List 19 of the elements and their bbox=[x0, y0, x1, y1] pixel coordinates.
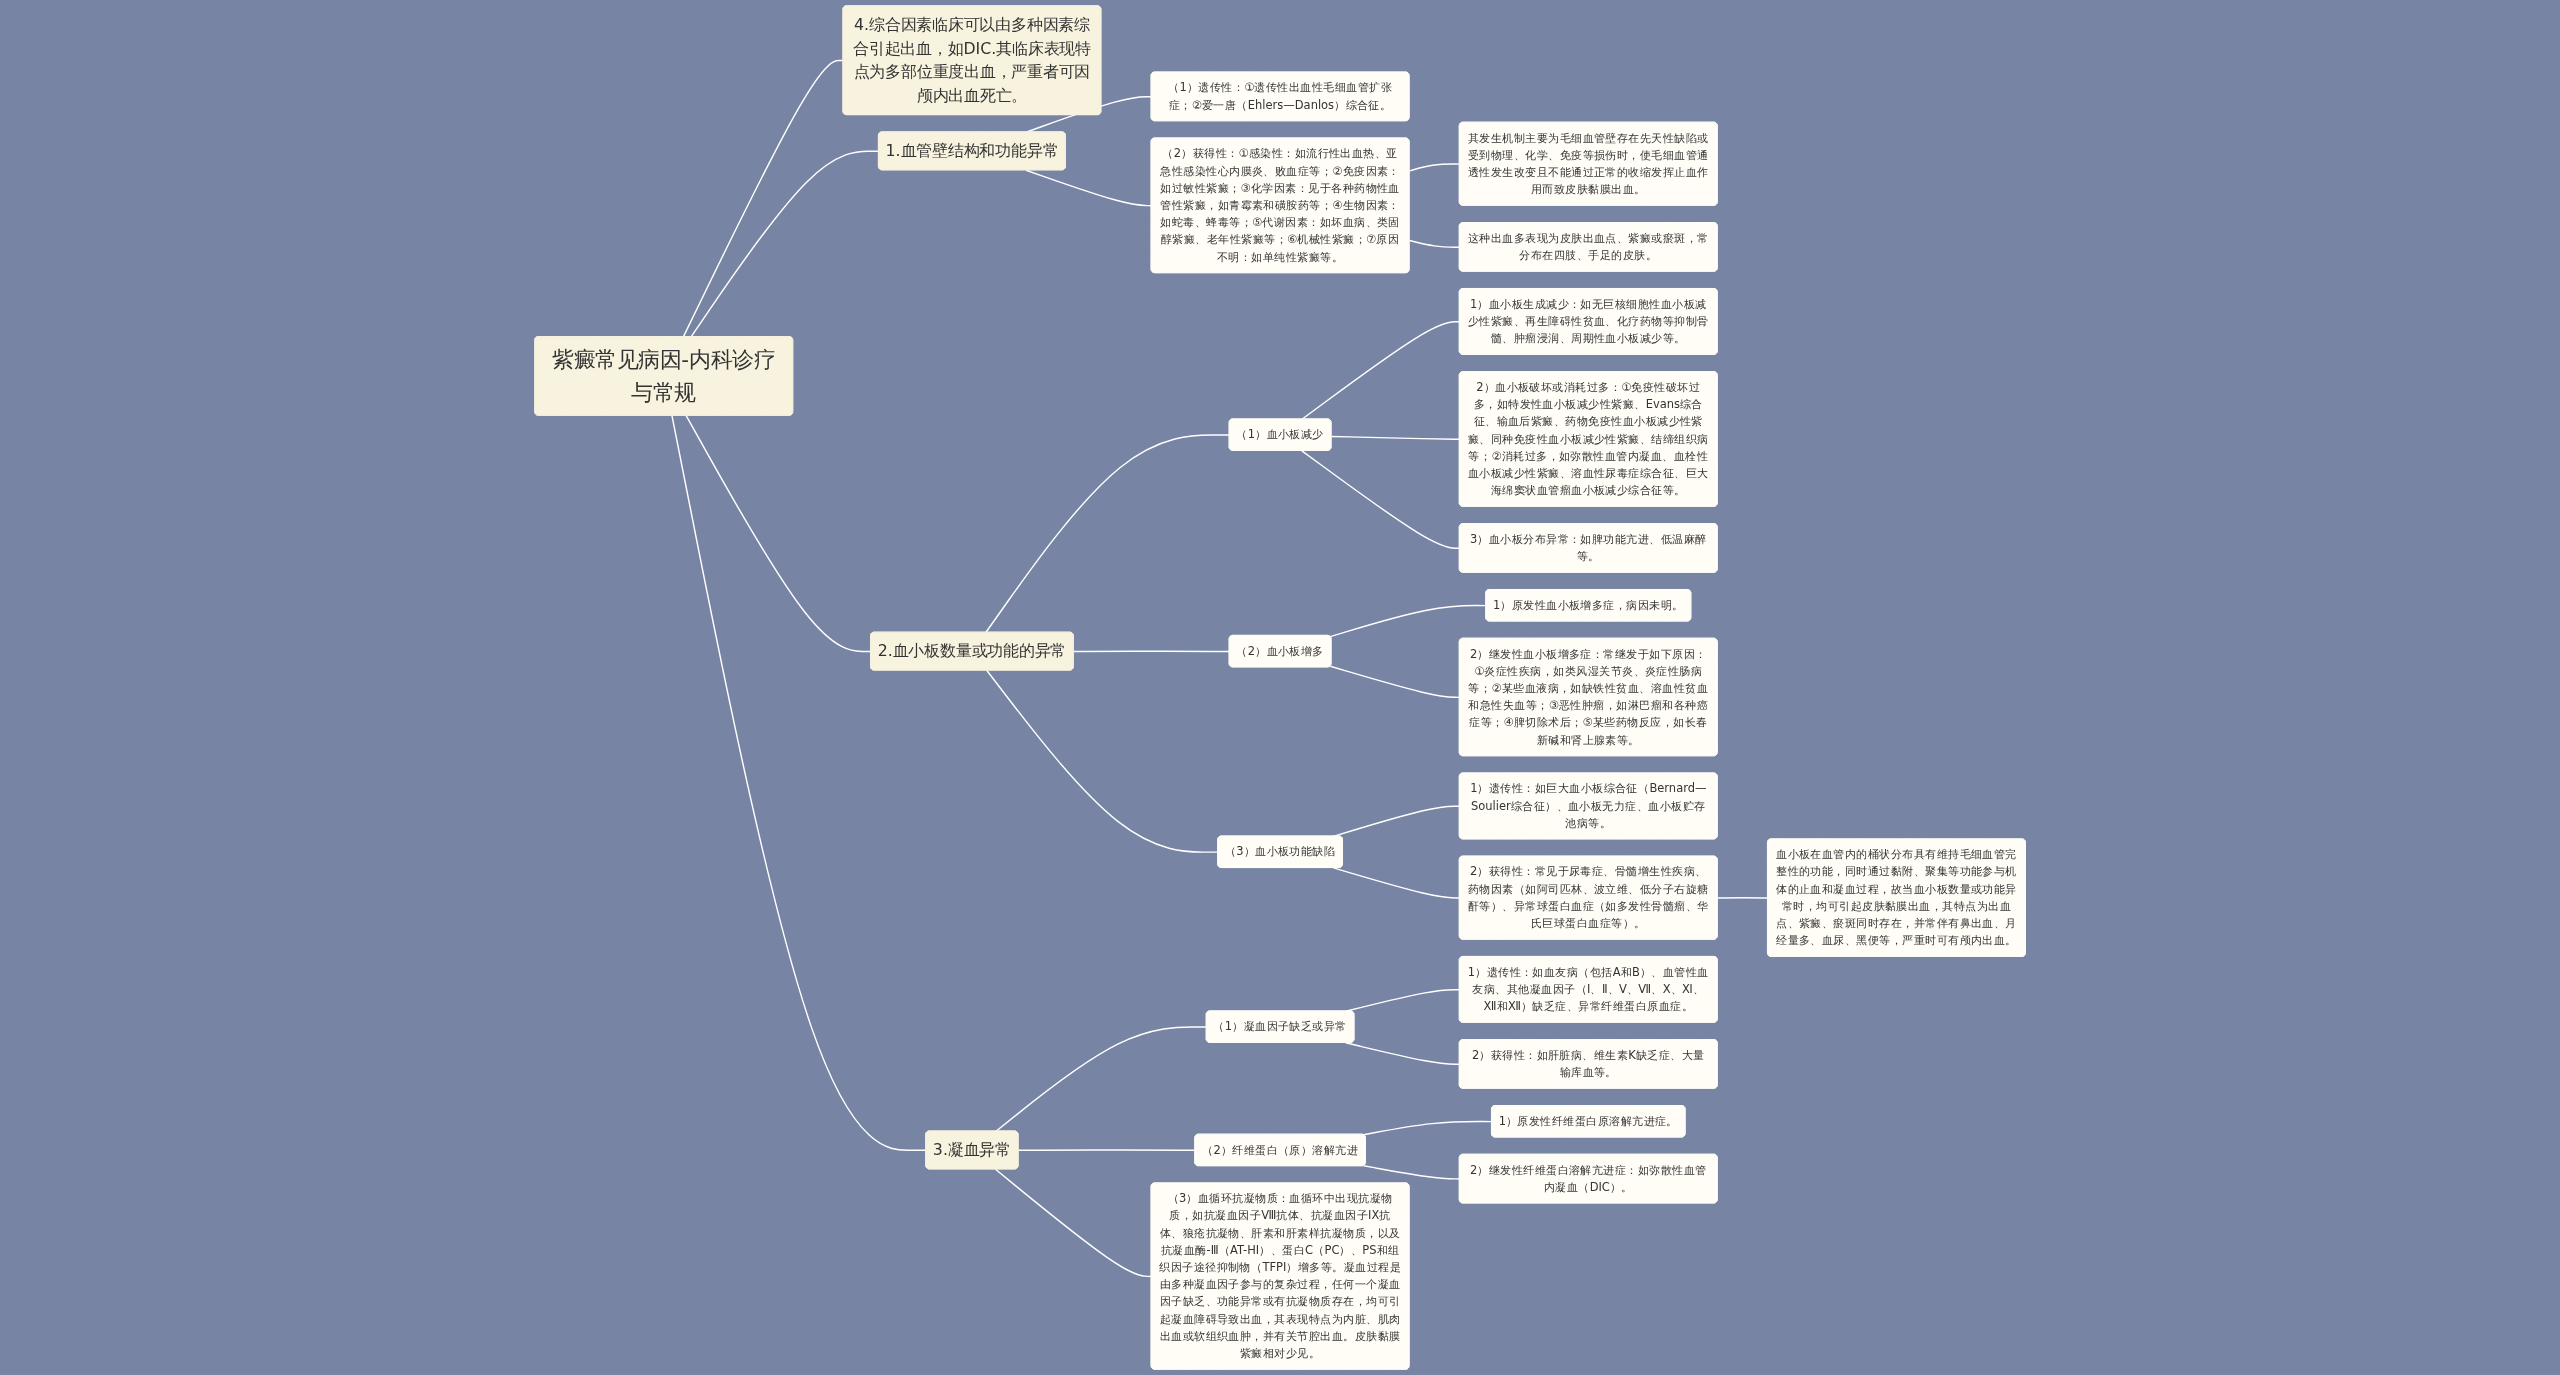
connector bbox=[1408, 163, 1461, 172]
connector bbox=[1716, 897, 1769, 899]
connector bbox=[1301, 450, 1461, 549]
connector bbox=[1408, 239, 1461, 248]
connector bbox=[1301, 321, 1461, 420]
connector bbox=[1017, 1149, 1196, 1151]
connector bbox=[1362, 1120, 1493, 1136]
connector bbox=[1329, 665, 1461, 699]
connector bbox=[671, 414, 927, 1151]
connector bbox=[1329, 604, 1487, 638]
connector bbox=[682, 59, 844, 338]
connector bbox=[1362, 1165, 1461, 1180]
connector bbox=[1072, 650, 1231, 653]
connector bbox=[690, 150, 880, 338]
connector bbox=[685, 414, 872, 653]
connector bbox=[1332, 867, 1461, 899]
connector bbox=[1330, 435, 1461, 441]
connector bbox=[986, 669, 1219, 853]
connector bbox=[984, 434, 1231, 634]
